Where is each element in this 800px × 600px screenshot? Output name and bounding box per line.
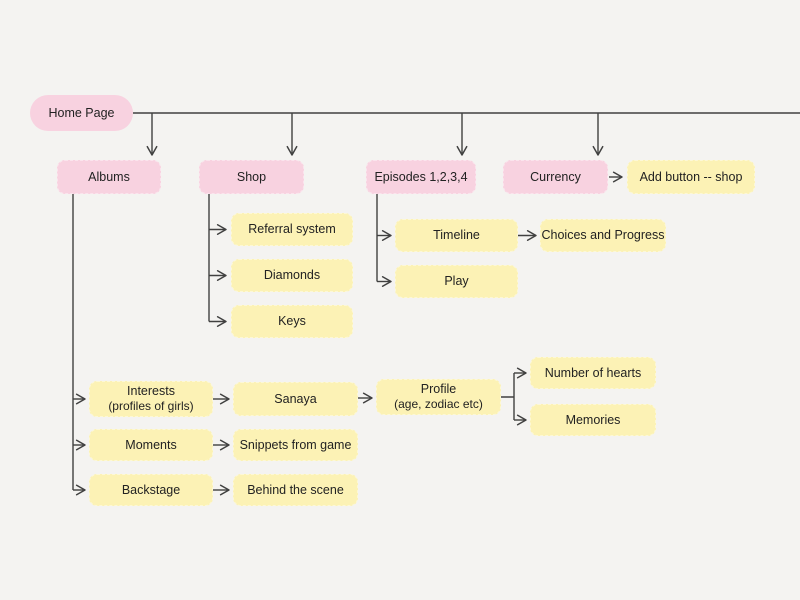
node-timeline[interactable]: Timeline (395, 219, 518, 252)
node-referral-system-label: Referral system (248, 222, 336, 236)
node-backstage[interactable]: Backstage (89, 474, 213, 506)
node-referral-system[interactable]: Referral system (231, 213, 353, 246)
node-sanaya-label: Sanaya (274, 391, 317, 406)
node-snippets-from-game-label: Snippets from game (239, 437, 352, 452)
node-play-label: Play (444, 274, 469, 288)
node-home-page-label: Home Page (48, 105, 115, 120)
node-play[interactable]: Play (395, 265, 518, 298)
node-diamonds-label: Diamonds (263, 268, 321, 282)
node-moments-label: Moments (125, 437, 177, 452)
node-behind-the-scene-label: Behind the scene (247, 482, 344, 497)
node-moments[interactable]: Moments (89, 429, 213, 461)
node-profile-sublabel: (age, zodiac etc) (394, 397, 483, 411)
node-diamonds[interactable]: Diamonds (231, 259, 353, 292)
node-keys-label: Keys (278, 314, 306, 328)
node-interests-sublabel: (profiles of girls) (108, 399, 194, 413)
node-sanaya[interactable]: Sanaya (233, 382, 358, 416)
node-behind-the-scene[interactable]: Behind the scene (233, 474, 358, 506)
node-currency[interactable]: Currency (503, 160, 608, 194)
node-keys[interactable]: Keys (231, 305, 353, 338)
node-backstage-label: Backstage (121, 482, 181, 497)
node-episodes[interactable]: Episodes 1,2,3,4 (366, 160, 476, 194)
edge-profile-elbow (501, 373, 515, 420)
node-choices-and-progress-label: Choices and Progress (541, 228, 665, 242)
node-timeline-label: Timeline (433, 228, 480, 242)
node-add-button-shop-label: Add button -- shop (639, 169, 743, 184)
node-albums-label: Albums (88, 169, 130, 184)
node-albums[interactable]: Albums (57, 160, 161, 194)
node-choices-and-progress[interactable]: Choices and Progress (540, 219, 666, 252)
node-episodes-label: Episodes 1,2,3,4 (374, 169, 468, 184)
node-home-page[interactable]: Home Page (30, 95, 133, 131)
node-memories-label: Memories (565, 412, 621, 427)
node-snippets-from-game[interactable]: Snippets from game (233, 429, 358, 461)
node-number-of-hearts[interactable]: Number of hearts (530, 357, 656, 389)
node-shop[interactable]: Shop (199, 160, 304, 194)
node-memories[interactable]: Memories (530, 404, 656, 436)
node-shop-label: Shop (236, 169, 267, 184)
node-add-button-shop[interactable]: Add button -- shop (627, 160, 755, 194)
node-number-of-hearts-label: Number of hearts (544, 365, 642, 380)
node-profile-label: Profile (420, 382, 457, 396)
node-currency-label: Currency (530, 169, 581, 184)
node-profile[interactable]: Profile (age, zodiac etc) (376, 379, 501, 415)
node-interests[interactable]: Interests (profiles of girls) (89, 381, 213, 417)
node-interests-label: Interests (127, 384, 175, 398)
